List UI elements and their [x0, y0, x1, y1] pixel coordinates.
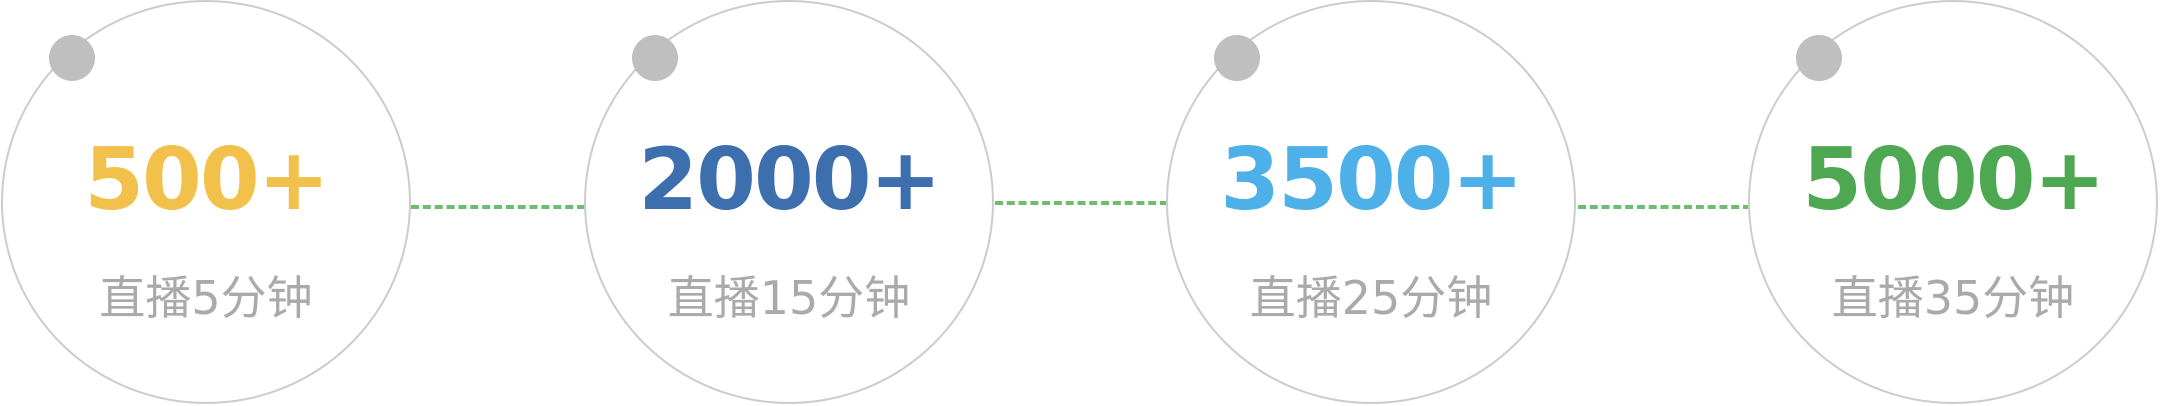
- marker-dot: [49, 35, 95, 81]
- milestone-label: 直播25分钟: [1249, 271, 1493, 325]
- marker-dot: [1796, 35, 1842, 81]
- dashed-connector-3: [1578, 205, 1751, 209]
- milestone-circle-2: 2000+ 直播15分钟: [584, 0, 994, 404]
- milestone-label: 直播5分钟: [99, 271, 313, 325]
- milestone-circle-3: 3500+ 直播25分钟: [1166, 0, 1576, 404]
- marker-dot: [1214, 35, 1260, 81]
- dashed-connector-1: [411, 205, 585, 209]
- marker-dot: [632, 35, 678, 81]
- milestone-label: 直播15分钟: [667, 271, 911, 325]
- milestone-circle-1: 500+ 直播5分钟: [1, 0, 411, 404]
- milestone-value: 3500+: [1220, 130, 1523, 230]
- milestone-value: 500+: [84, 130, 330, 230]
- milestone-value: 5000+: [1802, 130, 2105, 230]
- milestone-label: 直播35分钟: [1831, 271, 2075, 325]
- dashed-connector-2: [995, 201, 1168, 205]
- milestone-value: 2000+: [638, 130, 941, 230]
- milestone-circle-4: 5000+ 直播35分钟: [1748, 0, 2158, 404]
